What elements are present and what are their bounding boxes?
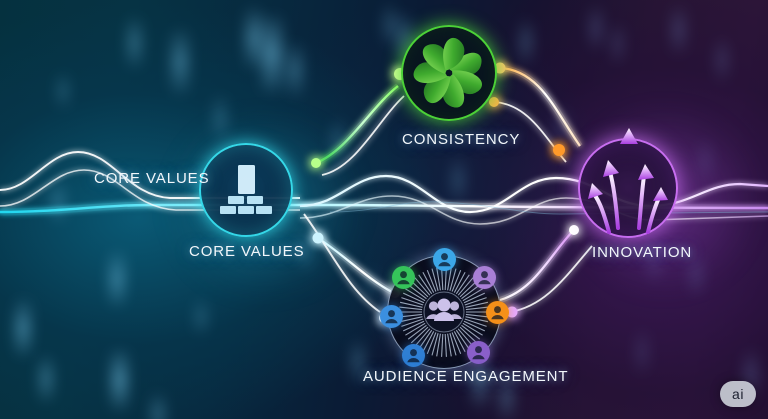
bokeh-streak <box>152 394 164 419</box>
audience-avatar <box>466 341 490 365</box>
bokeh-streak <box>246 8 262 68</box>
audience-avatar-ring <box>379 247 509 369</box>
person-glyph-icon <box>437 252 451 266</box>
person-glyph-icon <box>397 271 410 285</box>
bokeh-streak <box>648 238 660 282</box>
consistency-node[interactable] <box>401 25 497 121</box>
bokeh-streak <box>112 350 127 410</box>
person-glyph-icon <box>384 310 398 324</box>
connector-endpoint-dot <box>489 97 499 107</box>
right-waveform <box>299 174 768 225</box>
bokeh-streak <box>716 38 728 82</box>
bokeh-streak <box>288 44 302 96</box>
person-glyph-icon <box>407 349 420 363</box>
connector-endpoint-dot <box>312 232 324 244</box>
bokeh-streak <box>40 356 52 402</box>
person-glyph-icon <box>490 305 504 319</box>
audience-avatar <box>402 343 426 367</box>
bokeh-streak <box>196 300 206 334</box>
core-values-node[interactable] <box>199 143 293 237</box>
label-core-values-left: CORE VALUES <box>94 170 210 187</box>
audience-engagement-node[interactable] <box>379 247 509 369</box>
bokeh-streak <box>590 6 602 50</box>
connector-endpoint-dot <box>553 144 565 156</box>
bokeh-streak <box>452 158 464 202</box>
bokeh-streak <box>636 330 648 374</box>
bokeh-streak <box>172 30 188 94</box>
label-innovation: INNOVATION <box>592 244 693 261</box>
label-core-values-node: CORE VALUES <box>189 243 305 260</box>
bokeh-streak <box>612 24 623 64</box>
bokeh-streak <box>110 252 124 306</box>
connector-audience-to-innovation <box>499 225 593 318</box>
bokeh-streak <box>690 252 702 296</box>
connector-endpoint-dot <box>569 225 579 235</box>
building-blocks-icon <box>220 165 272 214</box>
bokeh-streak <box>472 352 488 408</box>
audience-avatar <box>485 300 509 324</box>
connector-consistency-to-innovation <box>489 62 583 163</box>
left-waveform <box>0 151 300 211</box>
connector-endpoint-dot <box>311 158 321 168</box>
audience-avatar <box>473 266 497 290</box>
radial-spokes-icon <box>399 267 489 357</box>
bokeh-streak <box>128 18 141 68</box>
person-glyph-icon <box>478 271 491 285</box>
bokeh-streak <box>262 16 282 92</box>
bokeh-streak <box>366 268 376 302</box>
connector-core-to-consistency <box>311 68 406 176</box>
innovation-node[interactable] <box>578 128 678 238</box>
connector-endpoint-dot <box>494 62 506 74</box>
bokeh-streak <box>352 340 364 384</box>
core-values-ring <box>199 143 293 237</box>
bokeh-streak <box>16 300 30 356</box>
bokeh-streak <box>500 374 513 419</box>
bokeh-streak <box>700 140 711 180</box>
spiral-petals-icon <box>413 37 482 108</box>
audience-avatar <box>391 266 415 290</box>
bokeh-streak <box>58 74 68 108</box>
bokeh-streak <box>214 96 226 140</box>
bokeh-streak <box>520 20 532 64</box>
person-glyph-icon <box>471 346 485 360</box>
bokeh-streak <box>384 4 396 46</box>
rising-arrows-icon <box>588 128 668 234</box>
bokeh-streak <box>300 232 311 270</box>
audience-avatar <box>379 305 403 329</box>
people-group-icon <box>426 298 462 321</box>
connector-endpoint-dot <box>506 306 518 318</box>
label-consistency: CONSISTENCY <box>402 131 521 148</box>
bokeh-streak <box>672 6 685 54</box>
ai-watermark-badge: ai <box>720 381 756 407</box>
label-audience-engagement: AUDIENCE ENGAGEMENT <box>363 368 569 385</box>
audience-avatar <box>432 247 456 271</box>
bokeh-streak <box>556 108 567 148</box>
